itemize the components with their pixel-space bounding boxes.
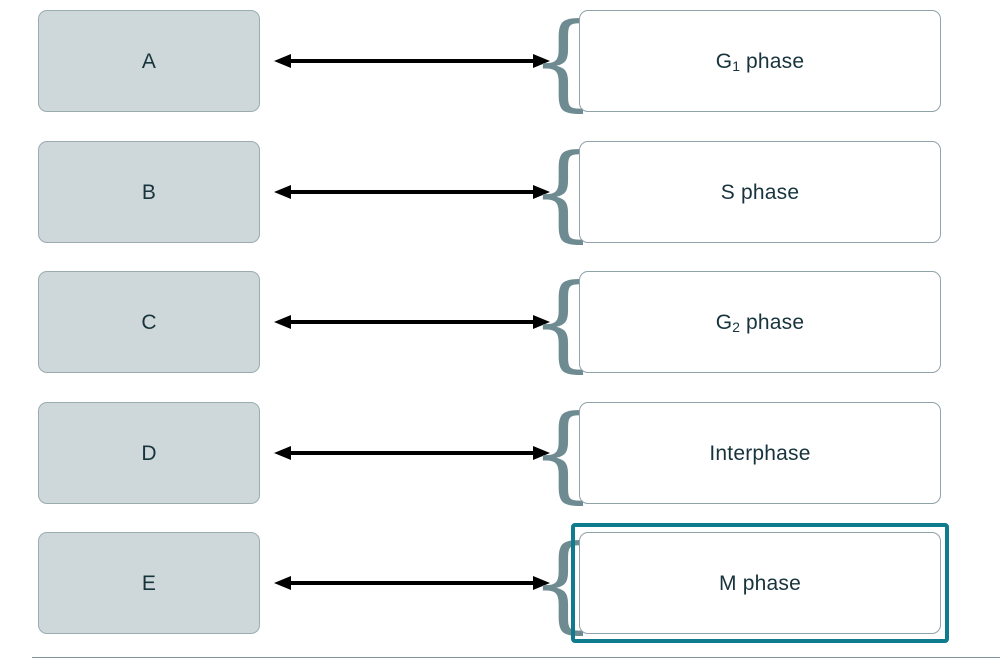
match-arrow [274,532,550,634]
term-option-s-phase[interactable]: S phase [579,141,941,243]
term-option-label: S phase [720,180,800,204]
term-option-label: G1 phase [715,49,805,75]
footer-divider [32,657,1000,658]
term-option-label: Interphase [709,441,811,465]
term-option-m-phase[interactable]: M phase [579,532,941,634]
term-option-interphase[interactable]: Interphase [579,402,941,504]
term-option-label: M phase [719,571,801,595]
double-arrow-icon [274,54,550,68]
answer-slot-b[interactable]: B [38,141,260,243]
answer-slot-label: B [141,180,157,204]
match-row: A { G1 phase [0,9,1000,113]
match-row: E { M phase [0,523,1000,643]
match-arrow [274,271,550,373]
term-option-wrapper[interactable]: Interphase [571,393,949,513]
term-option-g2-phase[interactable]: G2 phase [579,271,941,373]
answer-slot-c[interactable]: C [38,271,260,373]
term-option-label: G2 phase [715,310,805,336]
match-arrow [274,141,550,243]
answer-slot-a[interactable]: A [38,10,260,112]
match-arrow [274,402,550,504]
term-option-wrapper[interactable]: S phase [571,132,949,252]
answer-slot-e[interactable]: E [38,532,260,634]
double-arrow-icon [274,576,550,590]
double-arrow-icon [274,315,550,329]
term-option-wrapper[interactable]: G1 phase [571,1,949,121]
answer-slot-d[interactable]: D [38,402,260,504]
double-arrow-icon [274,185,550,199]
answer-slot-label: C [141,310,157,334]
term-option-wrapper-selected[interactable]: M phase [571,523,949,643]
answer-slot-label: A [141,49,157,73]
match-row: B { S phase [0,140,1000,244]
match-row: D { Interphase [0,401,1000,505]
term-option-g1-phase[interactable]: G1 phase [579,10,941,112]
answer-slot-label: D [141,441,157,465]
match-arrow [274,10,550,112]
match-row: C { G2 phase [0,270,1000,374]
term-option-wrapper[interactable]: G2 phase [571,262,949,382]
answer-slot-label: E [141,571,157,595]
double-arrow-icon [274,446,550,460]
